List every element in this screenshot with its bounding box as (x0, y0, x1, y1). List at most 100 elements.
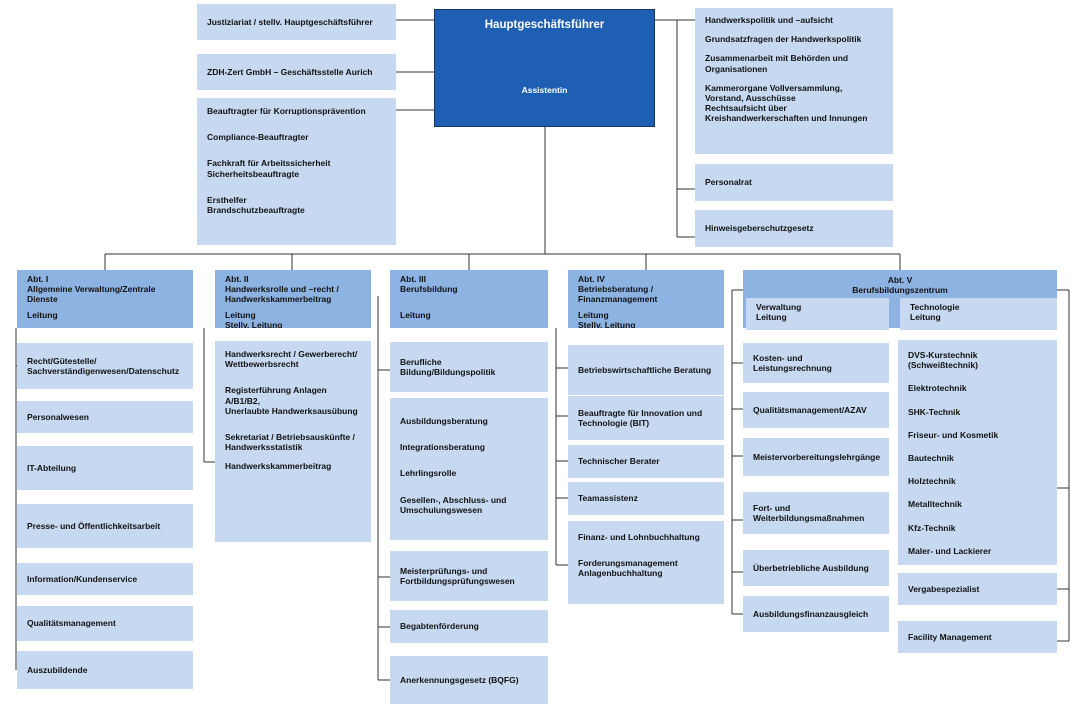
item-line: Begabtenförderung (400, 621, 479, 632)
item-line: Gesellen-, Abschluss- und (400, 494, 507, 505)
header-line: Leitung (225, 309, 256, 320)
box-line: Beauftragter für Korruptionsprävention (207, 106, 366, 116)
box-line: Kreishandwerkerschaften und Innungen (705, 113, 868, 124)
abt4-item: Finanz- und Lohnbuchhaltung Forderungsma… (568, 521, 724, 604)
item-line: Meisterprüfungs- und (400, 565, 488, 576)
abt1-item: Presse- und Öffentlichkeitsarbeit (17, 504, 193, 548)
abt4-header: Abt. IV Betriebsberatung / Finanzmanagem… (568, 270, 724, 328)
item-line: Personalwesen (27, 411, 89, 422)
item-line: Vergabespezialist (908, 583, 980, 594)
item-line: Facility Management (908, 631, 992, 642)
abt5-verwaltung-header: Verwaltung Leitung (746, 298, 889, 330)
box-label: ZDH-Zert GmbH – Geschäftsstelle Aurich (207, 66, 373, 77)
item-line: Handwerksstatistik (225, 442, 303, 453)
box-zdh-zert: ZDH-Zert GmbH – Geschäftsstelle Aurich (197, 54, 396, 90)
item-line: IT-Abteilung (27, 462, 77, 473)
box-label: Justiziariat / stellv. Hauptgeschäftsfüh… (207, 16, 373, 27)
item-line: Umschulungswesen (400, 504, 483, 515)
abt4-item: Technischer Berater (568, 445, 724, 478)
header-line: Abt. II (225, 274, 249, 284)
item-line: Information/Kundenservice (27, 573, 138, 584)
abt5-verwaltung-item: Qualitätsmanagement/AZAV (743, 392, 889, 428)
abt1-item: Recht/Gütestelle/ Sachverständigenwesen/… (17, 343, 193, 389)
item-line: Maler- und Lackierer (908, 545, 992, 556)
item-line: Verwaltung (756, 302, 802, 312)
item-line: Betriebswirtschaftliche Beratung (578, 364, 712, 375)
item-line: Integrationsberatung (400, 442, 486, 453)
abt5-verwaltung-item: Ausbildungsfinanzausgleich (743, 596, 889, 632)
abt1-header: Abt. I Allgemeine Verwaltung/Zentrale Di… (17, 270, 193, 328)
header-line: Handwerksrolle und –recht / (225, 284, 339, 295)
item-line: A/B1/B2, (225, 395, 260, 406)
header-line: Berufsbildung (400, 284, 458, 295)
box-line: Handwerkspolitik und –aufsicht (705, 15, 833, 25)
item-line: Handwerksrecht / Gewerberecht/ (225, 349, 358, 359)
item-line: Qualitätsmanagement/AZAV (753, 404, 867, 415)
box-line: Grundsatzfragen der Handwerkspolitik (705, 34, 862, 45)
item-line: Qualitätsmanagement (27, 618, 116, 629)
item-line: Ausbildungsberatung (400, 416, 488, 426)
abt1-item: Qualitätsmanagement (17, 606, 193, 641)
item-line: Beauftragte für Innovation und (578, 407, 703, 418)
box-hauptgeschaeftsfuehrer: Hauptgeschäftsführer Assistentin (434, 9, 655, 127)
item-line: Kfz-Technik (908, 522, 956, 533)
abt5-verwaltung-item: Fort- und Weiterbildungsmaßnahmen (743, 492, 889, 534)
item-line: Kosten- und Leistungsrechnung (753, 352, 832, 373)
item-line: Ausbildungsfinanzausgleich (753, 608, 869, 619)
box-line: Rechtsaufsicht über (705, 103, 787, 114)
item-line: Friseur- und Kosmetik (908, 429, 999, 440)
item-line: Teamassistenz (578, 493, 638, 504)
header-line: Abt. V (887, 275, 913, 285)
item-line: Wettbewerbsrecht (225, 359, 299, 370)
item-line: Handwerkskammerbeitrag (225, 461, 332, 472)
abt3-item: Anerkennungsgesetz (BQFG) (390, 656, 548, 704)
abt4-item: Betriebswirtschaftliche Beratung (568, 345, 724, 395)
abt5-technologie-item: Facility Management (898, 621, 1057, 653)
abt3-item: Berufliche Bildung/Bildungspolitik (390, 342, 548, 392)
abt5-technologie-item: DVS-Kurstechnik (Schweißtechnik) Elektro… (898, 340, 1057, 565)
item-line: Bautechnik (908, 452, 954, 463)
box-line: Compliance-Beauftragter (207, 132, 309, 143)
abt1-item: Information/Kundenservice (17, 563, 193, 595)
hgf-title: Hauptgeschäftsführer (484, 19, 605, 31)
header-line: Leitung (27, 309, 58, 320)
box-personalrat: Personalrat (695, 164, 893, 201)
box-line: Ersthelfer (207, 194, 247, 205)
header-line: Abt. I (27, 274, 49, 284)
abt3-item: Ausbildungsberatung Integrationsberatung… (390, 398, 548, 540)
item-line: Anerkennungsgesetz (BQFG) (400, 674, 519, 685)
box-line: Sicherheitsbeauftragte (207, 168, 300, 179)
abt4-item: Beauftragte für Innovation und Technolog… (568, 396, 724, 440)
box-handwerkspolitik: Handwerkspolitik und –aufsicht Grundsatz… (695, 8, 893, 154)
abt5-verwaltung-item: Meistervorbereitungslehrgänge (743, 438, 889, 476)
item-line: Bildung/Bildungspolitik (400, 367, 496, 377)
box-line: Organisationen (705, 63, 768, 74)
item-line: Sachverständigenwesen/Datenschutz (27, 366, 180, 376)
item-line: Finanz- und Lohnbuchhaltung (578, 532, 700, 542)
abt2-item: Handwerksrecht / Gewerberecht/ Wettbewer… (215, 341, 371, 542)
abt2-header: Abt. II Handwerksrolle und –recht / Hand… (215, 270, 371, 328)
abt4-item: Teamassistenz (568, 482, 724, 515)
item-line: Anlagenbuchhaltung (578, 568, 663, 579)
box-line: Brandschutzbeauftragte (207, 204, 305, 215)
item-line: Unerlaubte Handwerksausübung (225, 405, 358, 416)
box-label: Hinweisgeberschutzgesetz (705, 223, 814, 234)
item-line: Meistervorbereitungslehrgänge (753, 451, 881, 462)
item-line: Metalltechnik (908, 499, 962, 510)
hgf-sub: Assistentin (521, 84, 568, 95)
header-line: Stellv. Leitung (578, 319, 636, 328)
item-line: DVS-Kurstechnik (Schweißtechnik) (908, 350, 978, 371)
box-hinweisgeber: Hinweisgeberschutzgesetz (695, 210, 893, 247)
header-line: Berufsbildungszentrum (852, 285, 948, 296)
item-line: Recht/Gütestelle/ (27, 355, 97, 366)
header-line: Dienste (27, 294, 58, 305)
abt3-item: Begabtenförderung (390, 610, 548, 643)
item-line: Berufliche (400, 356, 442, 367)
abt1-item: IT-Abteilung (17, 446, 193, 490)
abt1-item: Personalwesen (17, 401, 193, 433)
header-line: Stellv. Leitung (225, 319, 283, 328)
item-line: Technologie (BIT) (578, 418, 650, 428)
item-line: Technischer Berater (578, 456, 660, 467)
header-line: Handwerkskammerbeitrag (225, 294, 332, 305)
item-line: Registerführung Anlagen (225, 385, 327, 396)
